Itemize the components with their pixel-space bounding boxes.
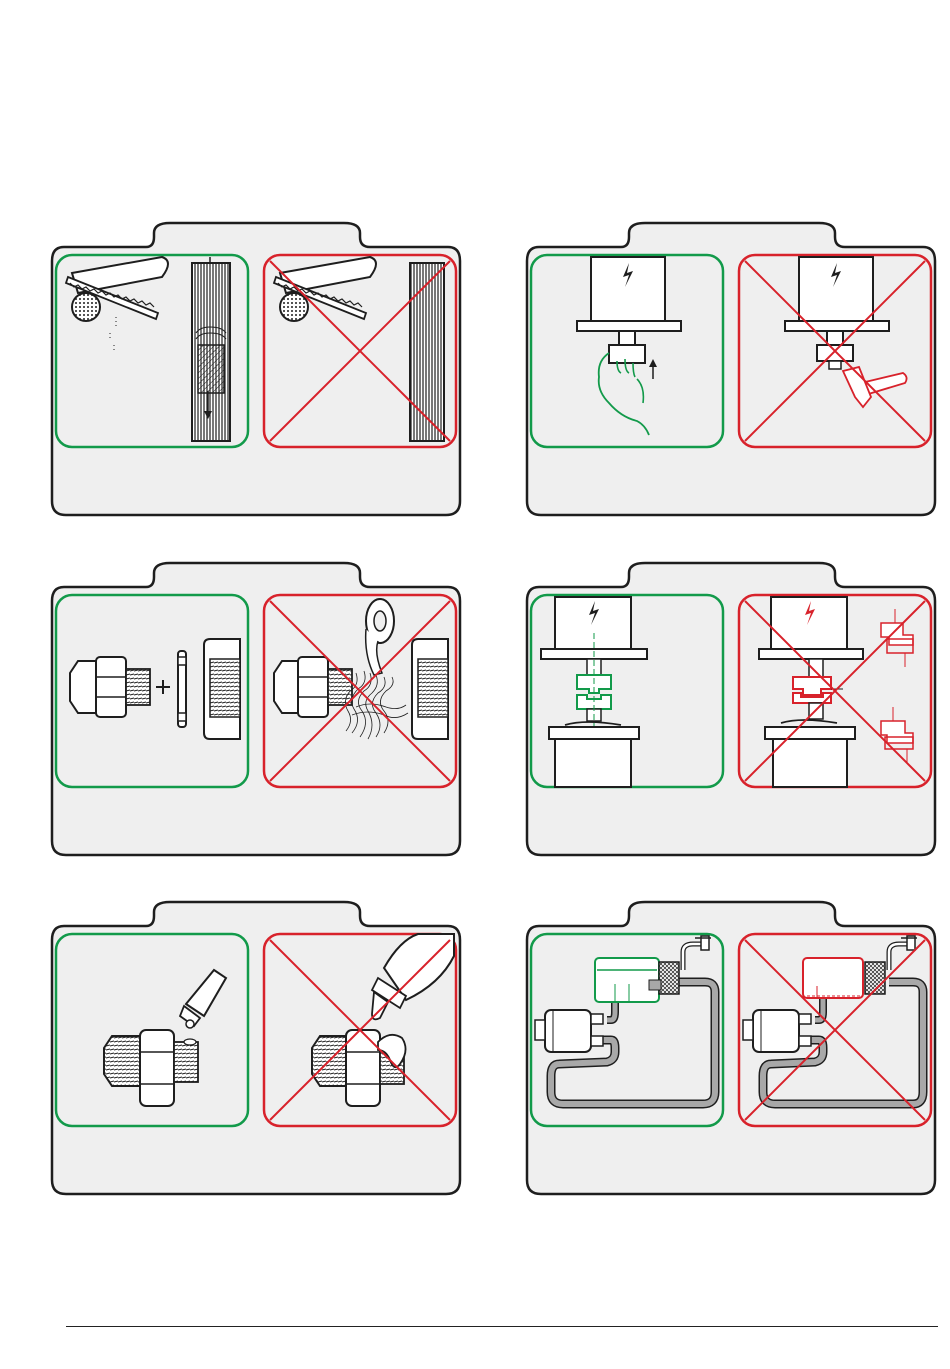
card-filter-installation [525,221,937,517]
motor-icon [541,597,647,659]
card-pipe-routing [525,900,937,1196]
tank-icon [803,958,863,998]
correct-panel [56,934,248,1126]
card-coupling-alignment [525,561,937,857]
wrong-panel [739,255,931,447]
correct-panel [531,934,723,1126]
correct-panel [531,595,723,787]
pump-body-icon [549,722,639,787]
socket-fitting-icon [204,639,240,739]
card-sealant-application [50,900,462,1196]
seal-ring-icon [178,651,186,727]
wrong-panel [264,595,456,787]
card-pipe-thread-seal [50,561,462,857]
wrong-panel [264,255,456,447]
pipe-section-icon [192,257,230,441]
footer-rule [66,1326,938,1327]
correct-panel [56,595,248,787]
correct-panel [531,255,723,447]
card-cutting-pipe [50,221,462,517]
wrong-panel [739,934,931,1126]
correct-panel [56,255,248,447]
wrong-panel [739,595,931,787]
wrong-panel [264,934,456,1126]
